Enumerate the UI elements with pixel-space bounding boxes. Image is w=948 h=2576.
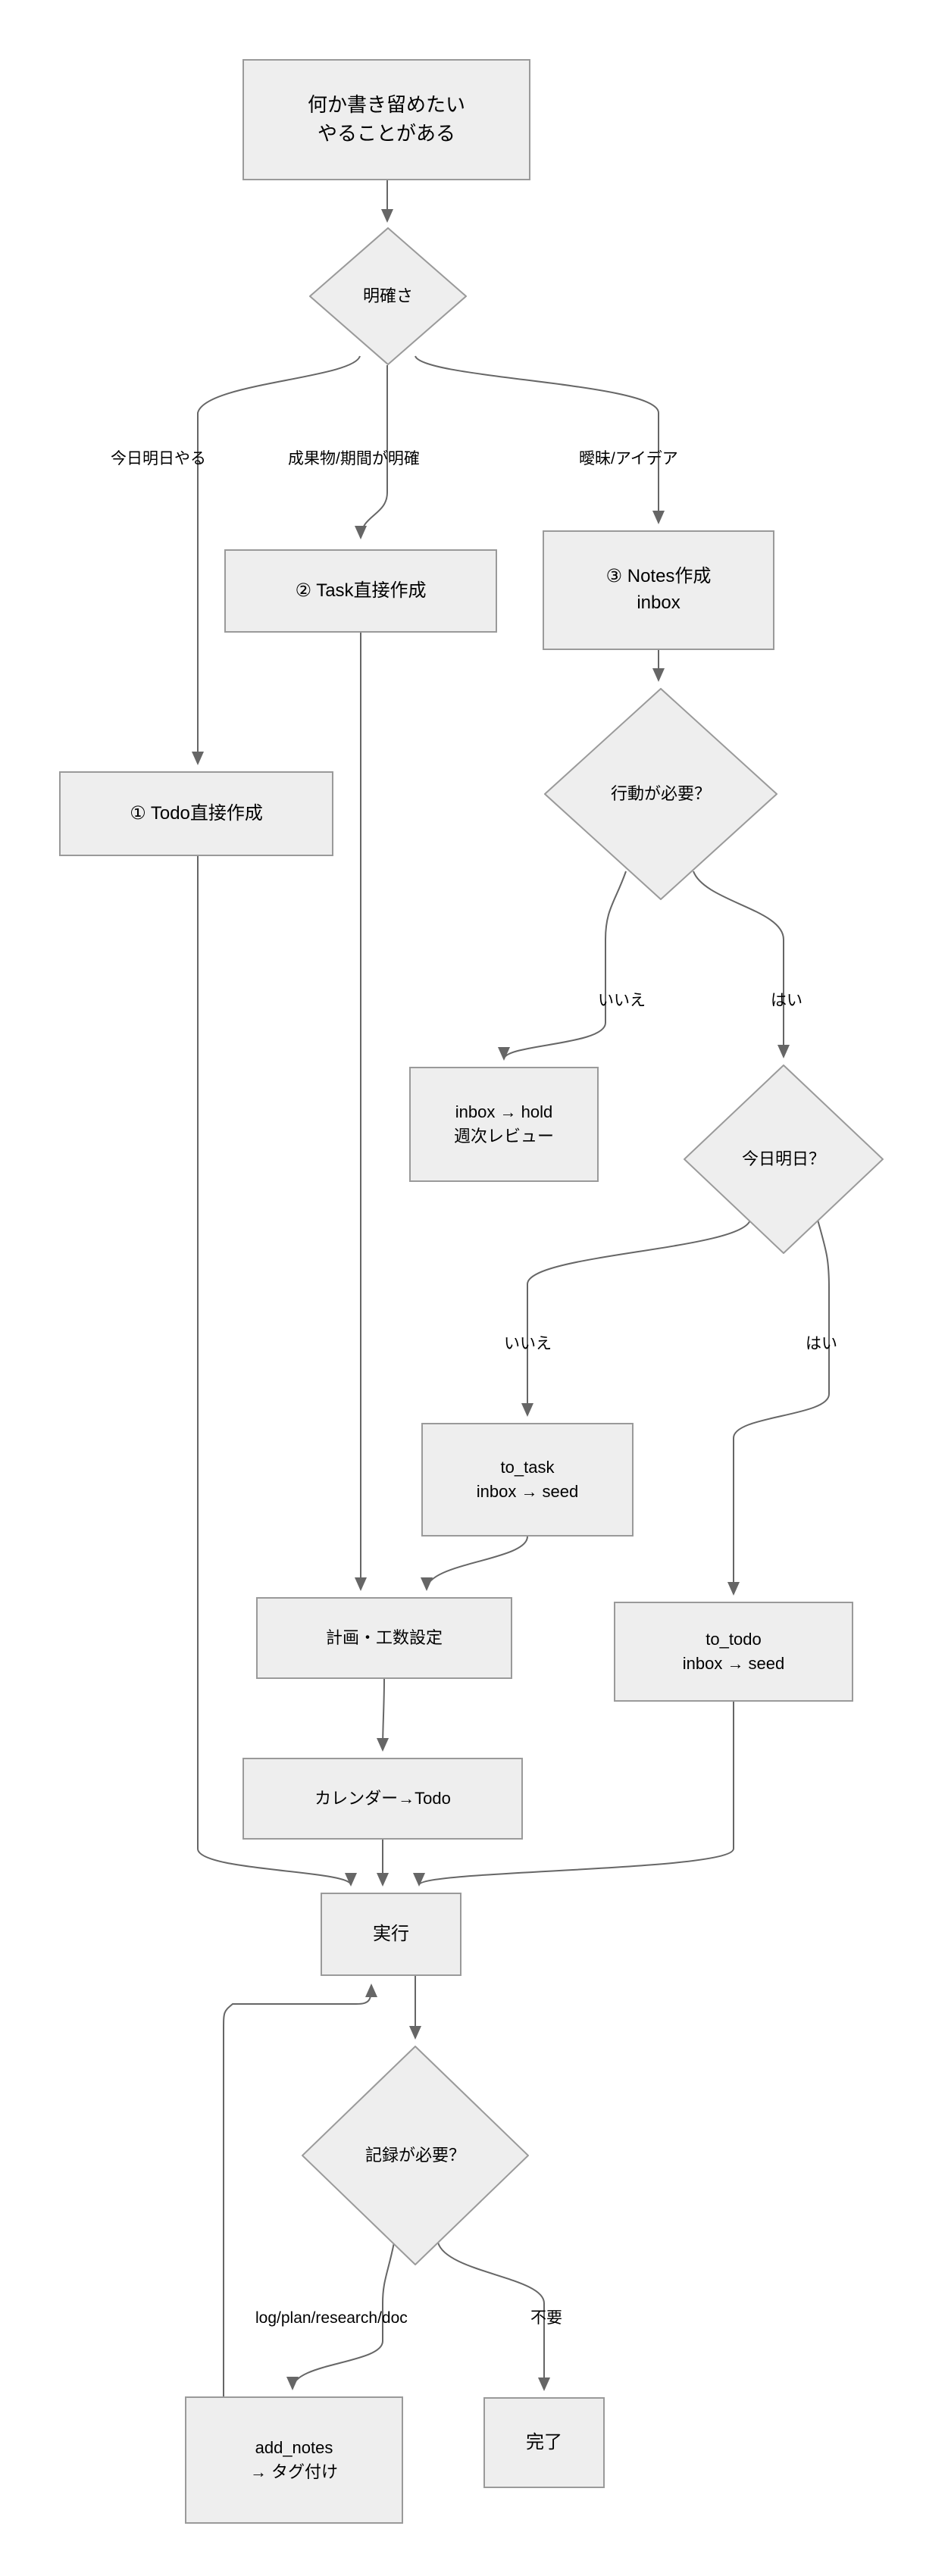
node-add-notes[interactable]: add_notes → タグ付け: [185, 2396, 403, 2524]
diamond-shape-icon: [309, 227, 467, 365]
edge-today-totodo: [727, 1219, 830, 1596]
node-plan-effort[interactable]: 計画・工数設定: [256, 1597, 512, 1679]
node-add-notes-line-1: add_notes: [255, 2438, 333, 2458]
edge-label-no-action: いいえ: [598, 992, 646, 1009]
diamond-shape-icon: [544, 688, 777, 900]
node-clarity[interactable]: 明確さ: [309, 227, 467, 365]
node-to-task[interactable]: to_task inbox → seed: [421, 1423, 634, 1537]
node-execute-label: 実行: [373, 1923, 409, 1944]
node-task-create[interactable]: ② Task直接作成: [224, 549, 497, 633]
edge-label-no-today: いいえ: [504, 1335, 552, 1352]
node-notes-create-line-2: inbox: [637, 592, 680, 613]
diamond-shape-icon: [684, 1064, 884, 1254]
node-need-action[interactable]: 行動が必要？: [544, 688, 777, 900]
node-done[interactable]: 完了: [483, 2397, 605, 2488]
edge-label-deliverable-clear: 成果物/期間が明確: [288, 450, 420, 467]
node-start-line-1: 何か書き留めたい: [307, 93, 465, 117]
node-need-action-label: 行動が必要？: [610, 784, 711, 804]
node-inbox-hold-line-2: 週次レビュー: [453, 1127, 554, 1146]
node-clarity-label: 明確さ: [362, 286, 413, 306]
node-inbox-hold-line-1: inbox → hold: [455, 1102, 553, 1122]
node-execute[interactable]: 実行: [321, 1893, 461, 1976]
node-add-notes-line-2: → タグ付け: [249, 2462, 339, 2481]
node-todo-create[interactable]: ① Todo直接作成: [59, 771, 333, 856]
node-start-line-2: やることがある: [317, 122, 455, 145]
edge-totask-plan: [421, 1536, 528, 1591]
node-to-todo-line-1: to_todo: [706, 1630, 762, 1649]
node-need-record-label: 記録が必要？: [364, 2146, 465, 2165]
edge-label-yes-today: はい: [806, 1335, 837, 1352]
edge-label-unneeded: 不要: [530, 2309, 562, 2327]
node-to-todo[interactable]: to_todo inbox → seed: [614, 1602, 853, 1702]
node-to-todo-line-2: inbox → seed: [682, 1654, 785, 1673]
node-plan-effort-label: 計画・工数設定: [325, 1628, 443, 1648]
node-to-task-line-1: to_task: [500, 1458, 555, 1477]
edge-plan-calendar: [377, 1678, 390, 1752]
node-calendar-todo[interactable]: カレンダー→Todo: [242, 1758, 523, 1840]
node-today-tomorrow[interactable]: 今日明日？: [684, 1064, 884, 1254]
node-start[interactable]: 何か書き留めたい やることがある: [242, 59, 530, 180]
node-todo-create-label: ① Todo直接作成: [130, 802, 263, 824]
node-need-record[interactable]: 記録が必要？: [302, 2046, 529, 2265]
edge-todo-execute: [197, 856, 357, 1887]
edge-label-yes-action: はい: [771, 992, 803, 1009]
diamond-shape-icon: [302, 2046, 529, 2265]
edge-label-vague-idea: 曖昧/アイデア: [579, 450, 678, 467]
node-notes-create-line-1: ③ Notes作成: [605, 566, 712, 587]
node-notes-create[interactable]: ③ Notes作成 inbox: [543, 530, 774, 650]
node-inbox-hold[interactable]: inbox → hold 週次レビュー: [409, 1067, 599, 1182]
edge-label-today-tomorrow-do: 今日明日やる: [111, 450, 206, 467]
node-task-create-label: ② Task直接作成: [295, 580, 427, 601]
node-today-tomorrow-label: 今日明日？: [741, 1149, 825, 1169]
edge-label-log-plan-research-doc: log/plan/research/doc: [255, 2309, 408, 2327]
node-calendar-todo-label: カレンダー→Todo: [314, 1789, 451, 1809]
node-to-task-line-2: inbox → seed: [476, 1482, 579, 1501]
node-done-label: 完了: [526, 2431, 562, 2453]
edge-clarity-notes: [415, 355, 665, 524]
